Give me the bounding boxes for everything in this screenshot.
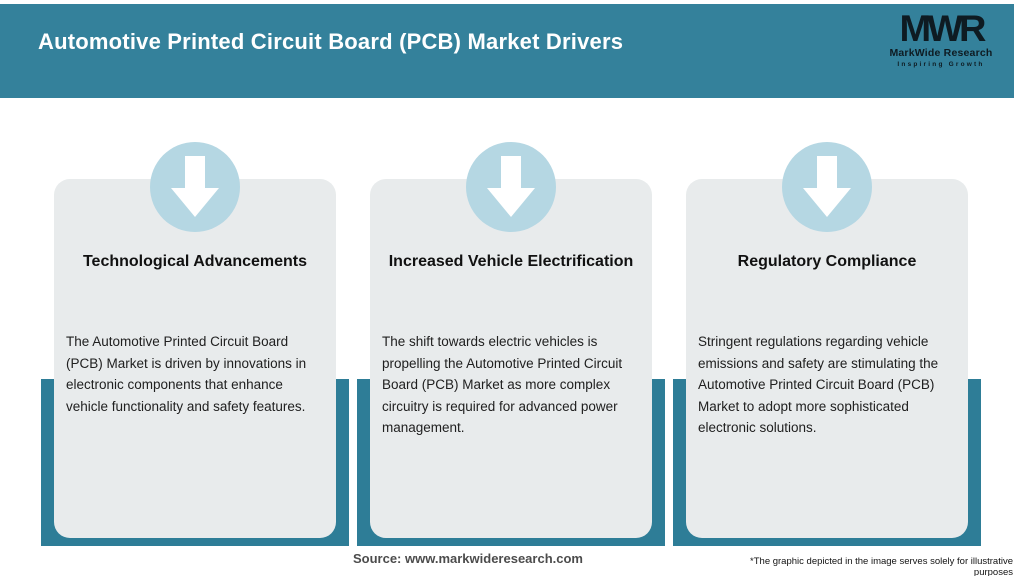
- card-description: The shift towards electric vehicles is p…: [382, 334, 623, 435]
- logo-tagline: Inspiring Growth: [897, 60, 985, 68]
- down-arrow-icon: [150, 142, 240, 232]
- source-text: Source: www.markwideresearch.com: [352, 551, 583, 566]
- down-arrow-icon: [466, 142, 556, 232]
- card-title: Regulatory Compliance: [737, 253, 917, 270]
- header-bar: Automotive Printed Circuit Board (PCB) M…: [0, 4, 1014, 98]
- logo-company-name: MarkWide Research: [889, 47, 993, 59]
- driver-card: Technological Advancements The Automotiv…: [54, 179, 336, 538]
- disclaimer-text: *The graphic depicted in the image serve…: [750, 556, 1013, 576]
- down-arrow-icon: [782, 142, 872, 232]
- card-description: Stringent regulations regarding vehicle …: [698, 334, 939, 435]
- driver-card: Increased Vehicle Electrification The sh…: [370, 179, 652, 538]
- page-title: Automotive Printed Circuit Board (PCB) M…: [38, 29, 624, 54]
- driver-card-column-2: Increased Vehicle Electrification The sh…: [357, 142, 665, 547]
- driver-card-column-3: Regulatory Compliance Stringent regulati…: [673, 142, 981, 547]
- driver-card-column-1: Technological Advancements The Automotiv…: [41, 142, 349, 547]
- card-title: Increased Vehicle Electrification: [388, 253, 634, 270]
- card-description: The Automotive Printed Circuit Board (PC…: [66, 334, 307, 414]
- driver-card: Regulatory Compliance Stringent regulati…: [686, 179, 968, 538]
- card-title: Technological Advancements: [82, 253, 308, 270]
- logo-monogram: MWR: [899, 8, 987, 50]
- brand-logo: MWR MarkWide Research Inspiring Growth: [886, 8, 996, 68]
